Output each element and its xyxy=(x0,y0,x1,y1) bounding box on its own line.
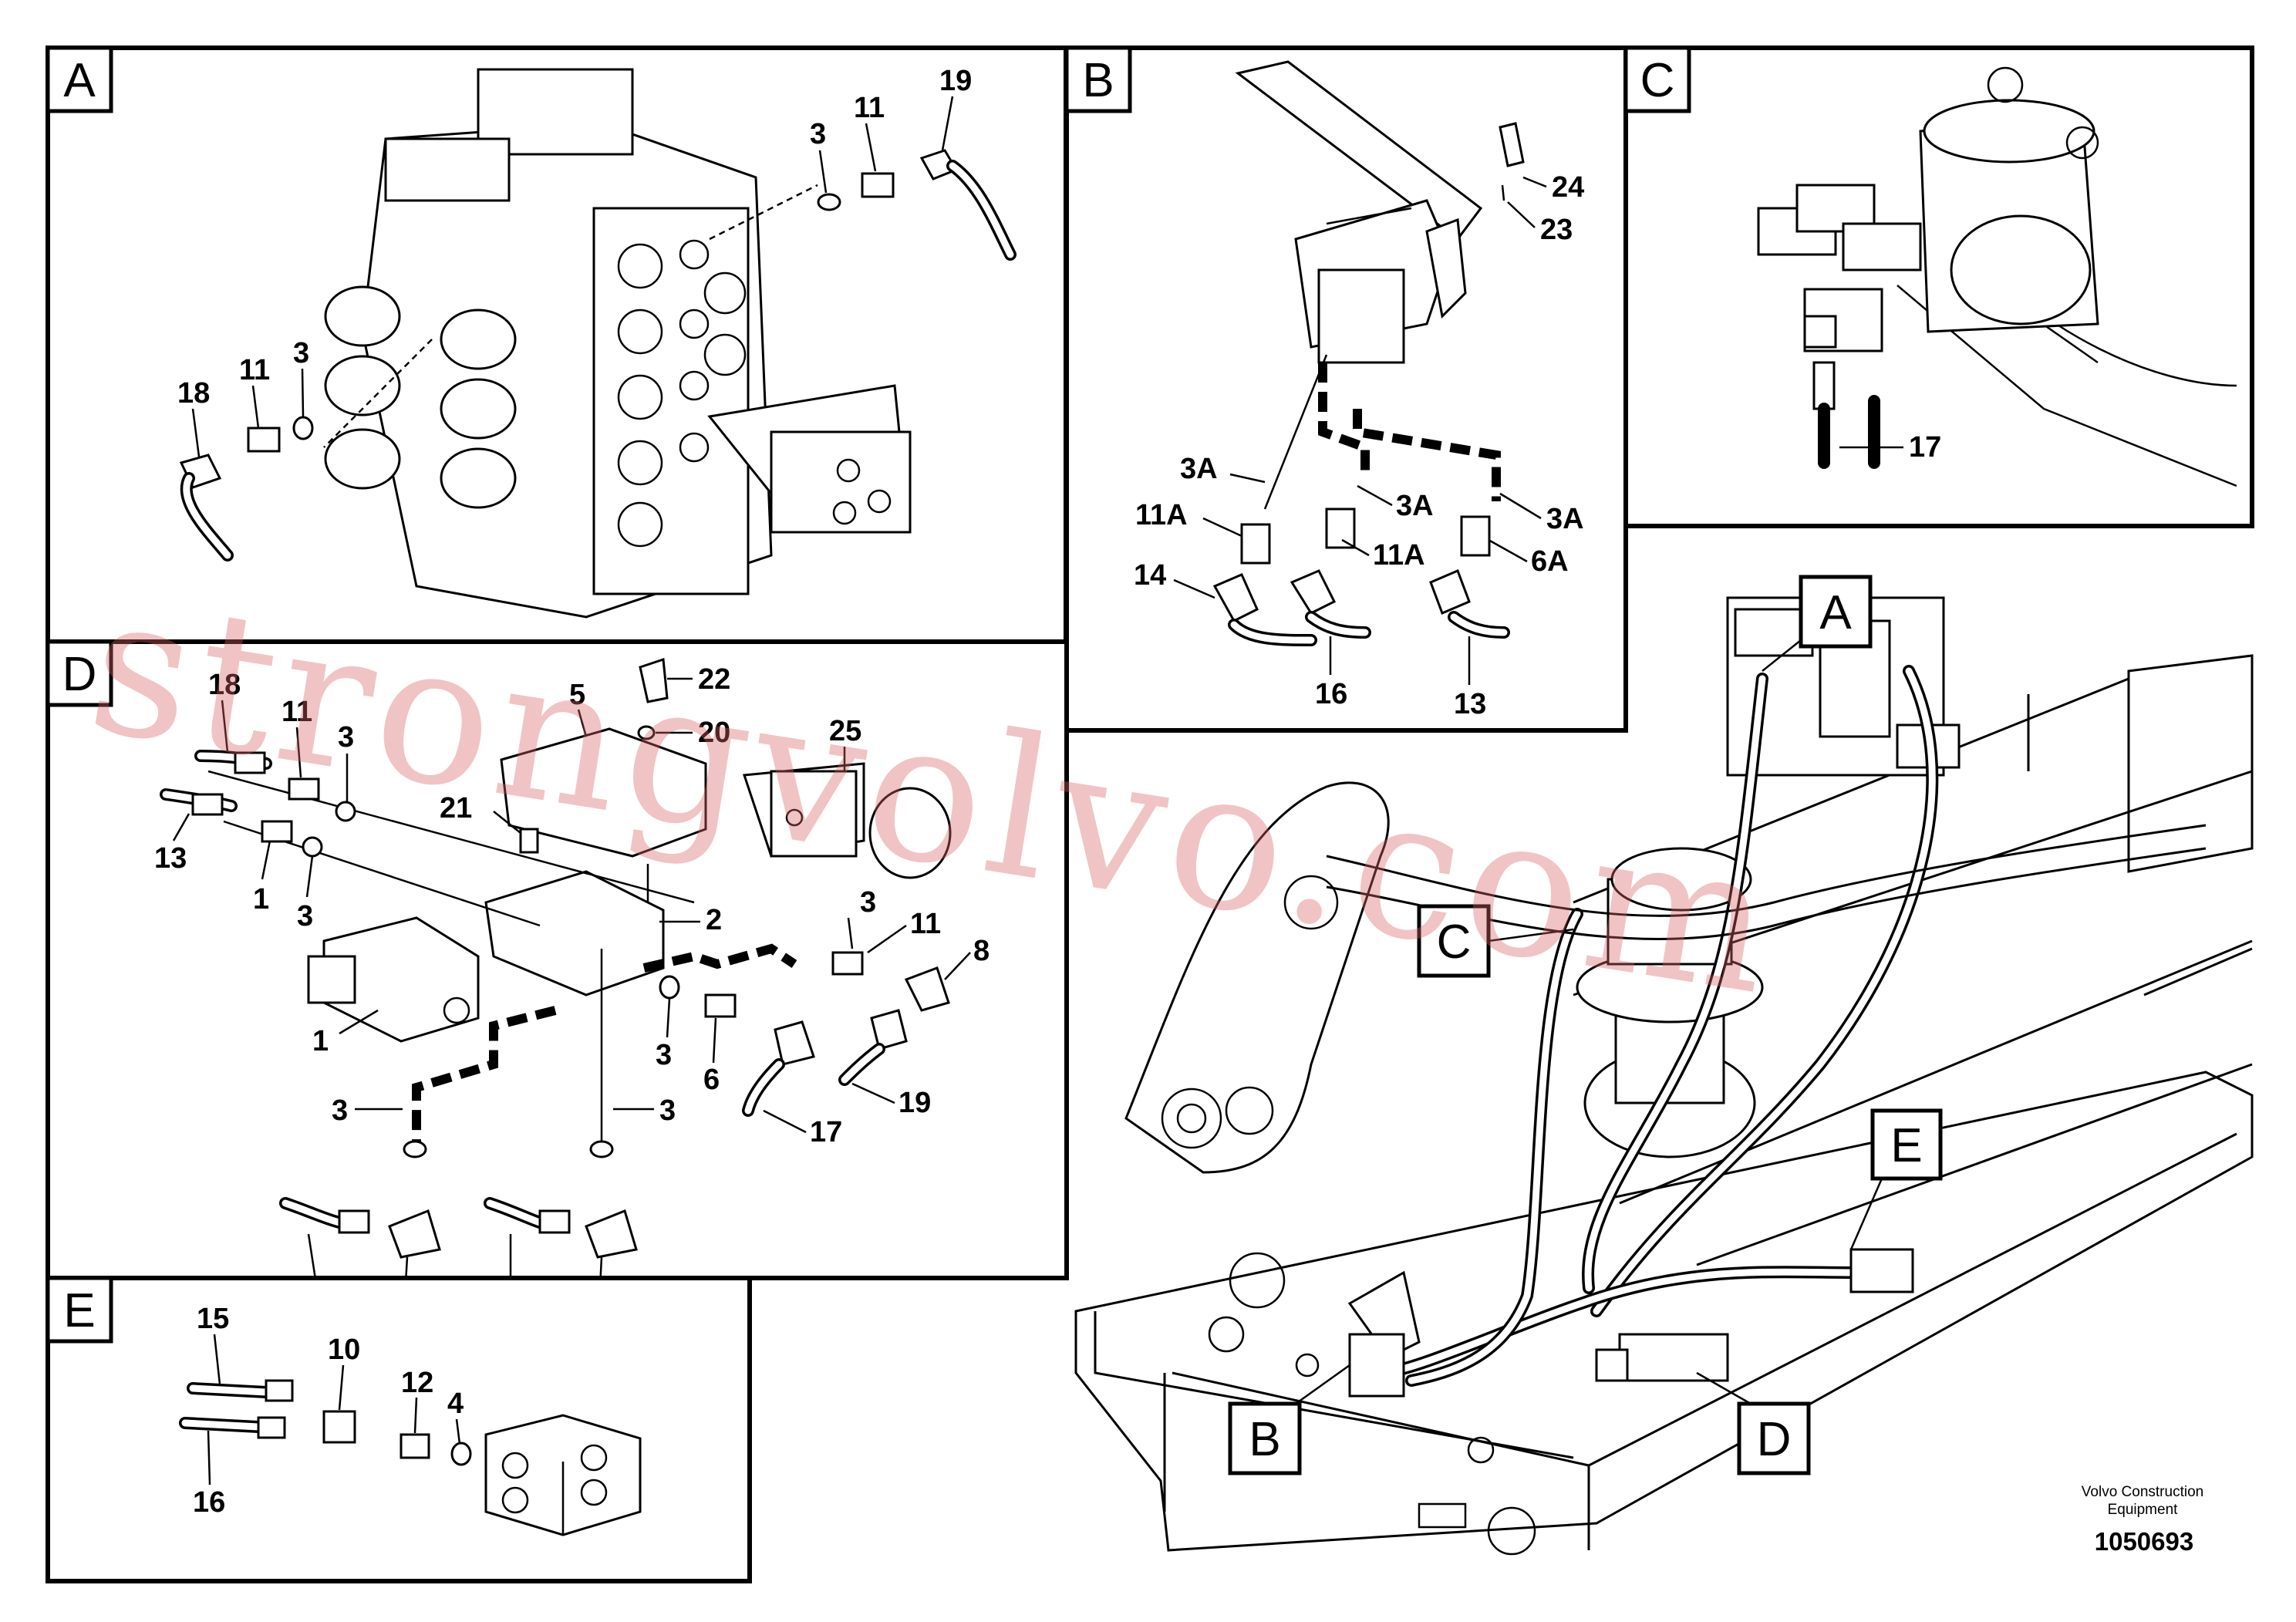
callout-d-5: 5 xyxy=(569,679,585,711)
callout-d-25: 25 xyxy=(829,715,861,747)
control-valve-illustration xyxy=(323,68,912,619)
callout-d-2: 2 xyxy=(706,904,722,936)
callout-e-12: 12 xyxy=(401,1367,433,1399)
bolt-d-illustration xyxy=(639,657,669,703)
location-badge-a-label: A xyxy=(1819,586,1852,639)
panel-badge-b-label: B xyxy=(1082,54,1114,107)
callout-d-3b: 3 xyxy=(297,900,313,932)
location-badge-a xyxy=(1799,575,1873,649)
callout-d-8: 8 xyxy=(973,935,990,967)
callout-c-17: 17 xyxy=(1909,431,1941,464)
callout-b-11a-2: 11A xyxy=(1373,539,1425,572)
callout-d-3f: 3 xyxy=(659,1094,676,1127)
panel-badge-e xyxy=(46,1276,113,1344)
credit-line-1: Volvo Construction xyxy=(2082,1484,2203,1500)
callout-d-11b: 11 xyxy=(910,908,941,940)
panel-badge-d-label: D xyxy=(62,648,97,701)
panel-badge-c xyxy=(1623,46,1691,113)
adapter-illustration xyxy=(861,172,895,198)
callout-d-3e: 3 xyxy=(332,1094,348,1127)
solenoid-block-illustration xyxy=(307,727,952,1043)
callout-b-24: 24 xyxy=(1552,171,1584,204)
location-badge-c-label: C xyxy=(1437,916,1472,969)
document-number: 1050693 xyxy=(2095,1527,2193,1556)
callout-d-18: 18 xyxy=(208,669,241,701)
callout-b-11a-1: 11A xyxy=(1135,499,1188,531)
callout-a-11: 11 xyxy=(854,92,885,124)
callout-d-3d: 3 xyxy=(656,1039,672,1071)
bolt-illustration xyxy=(1499,122,1525,167)
callout-d-1b: 1 xyxy=(312,1025,329,1057)
panel-a: 19 11 3 18 11 3 A xyxy=(46,46,1068,644)
callout-d-17: 17 xyxy=(810,1116,842,1148)
callout-d-21: 21 xyxy=(440,792,472,824)
callout-a-18: 18 xyxy=(177,377,210,410)
distribution-block-illustration xyxy=(484,1414,642,1536)
callout-e-4: 4 xyxy=(447,1388,464,1420)
callout-b-3a-1: 3A xyxy=(1180,453,1218,485)
panel-badge-a xyxy=(46,46,113,113)
credit-line-2: Equipment xyxy=(2108,1502,2179,1518)
callout-d-20: 20 xyxy=(698,717,730,749)
travel-pedal-illustration xyxy=(1235,60,1483,364)
callout-a-3b: 3 xyxy=(293,337,309,369)
panel-badge-a-label: A xyxy=(63,54,96,107)
callout-d-19: 19 xyxy=(899,1087,931,1119)
callout-b-3a-2: 3A xyxy=(1396,490,1434,522)
callout-d-22: 22 xyxy=(698,663,730,696)
location-badge-c xyxy=(1417,904,1491,978)
callout-d-1: 1 xyxy=(253,883,269,916)
callout-a-11b: 11 xyxy=(239,354,270,386)
location-badge-e xyxy=(1870,1108,1943,1181)
callout-b-3a-3: 3A xyxy=(1546,503,1584,535)
callout-b-6a: 6A xyxy=(1531,545,1569,578)
callout-d-3c: 3 xyxy=(860,886,876,919)
panel-c: 17 C xyxy=(1623,46,2254,528)
location-badge-d xyxy=(1737,1401,1811,1475)
callout-b-16: 16 xyxy=(1315,678,1347,710)
callout-a-3: 3 xyxy=(810,118,826,150)
panel-b: 24 23 3A 3A 3A 11A 11A 6A 14 16 13 B xyxy=(1064,46,1628,733)
location-badge-b-label: B xyxy=(1249,1413,1280,1466)
panel-e: 15 10 12 4 16 E xyxy=(46,1276,752,1583)
panel-d: 18 11 3 13 1 3 22 20 5 25 21 2 3 11 8 1 … xyxy=(46,639,1069,1366)
panel-badge-b xyxy=(1064,46,1132,113)
overview-badges: A C E B D xyxy=(1228,575,1943,1475)
callout-e-10: 10 xyxy=(328,1334,360,1366)
panel-badge-e-label: E xyxy=(63,1284,95,1337)
callout-b-14: 14 xyxy=(1134,559,1166,592)
swing-motor-illustration xyxy=(1757,66,2237,487)
callout-b-13: 13 xyxy=(1454,688,1486,720)
panel-badge-c-label: C xyxy=(1640,54,1675,107)
callout-b-23: 23 xyxy=(1540,214,1573,246)
callout-d-6: 6 xyxy=(703,1064,720,1096)
callout-d-11: 11 xyxy=(282,696,312,728)
o-ring-illustration xyxy=(817,193,841,211)
location-badge-d-label: D xyxy=(1757,1413,1792,1466)
callout-e-15: 15 xyxy=(197,1303,229,1335)
callout-d-13: 13 xyxy=(154,842,187,875)
callout-d-3: 3 xyxy=(338,721,354,754)
location-badge-b xyxy=(1228,1401,1302,1475)
overview-machine xyxy=(1074,596,2254,1556)
panel-badge-d xyxy=(46,639,113,707)
callout-a-19: 19 xyxy=(939,65,972,97)
callout-e-16: 16 xyxy=(193,1486,225,1519)
location-badge-e-label: E xyxy=(1890,1119,1922,1172)
